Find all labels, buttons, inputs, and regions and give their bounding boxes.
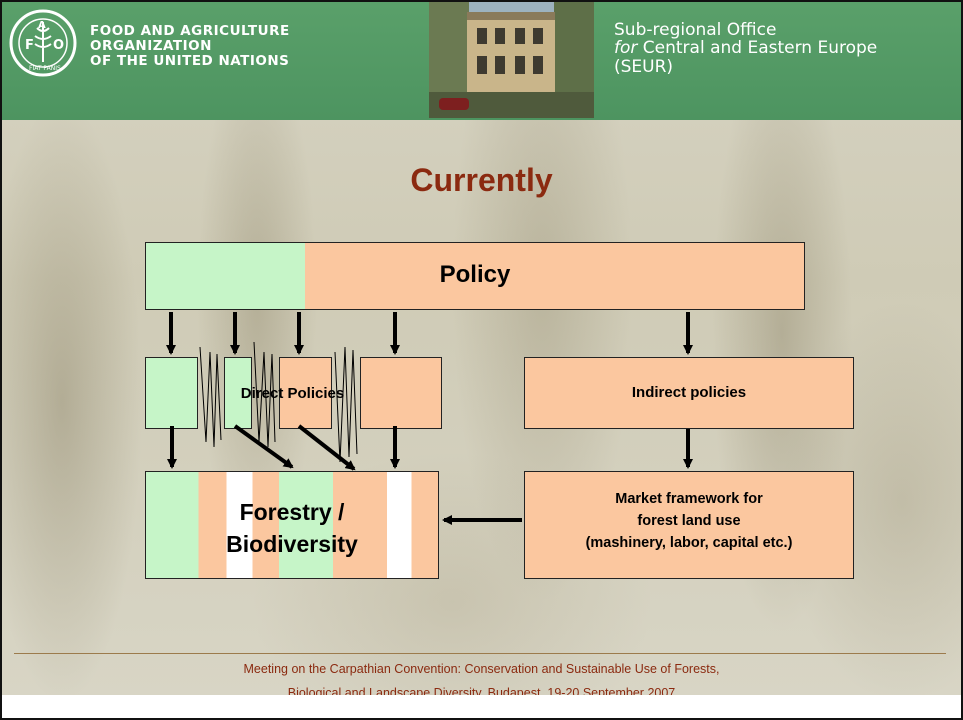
footer-line2: Biological and Landscape Diversity, Buda… [287,686,676,695]
office-line2-italic: for [614,38,638,58]
policy-label: Policy [439,261,511,288]
org-name-line1: FOOD AND AGRICULTURE [90,23,290,39]
office-line1: Sub-regional Office [614,20,777,40]
market-framework-label: Market framework for forest land use (ma… [524,488,854,554]
office-line2: for Central and Eastern Europe [614,39,877,57]
market-framework-box [524,471,854,579]
logo-text: FIAT PANIS [29,65,61,72]
forestry-label-line2: Biodiversity [226,531,358,557]
direct-policy-box-3 [279,357,332,429]
arrow-direct2-to-forestry [233,424,294,469]
slide-title: Currently [410,162,553,198]
org-name-line3: OF THE UNITED NATIONS [90,53,290,69]
slide: F O A FIAT PANIS FOOD AND AGRICULTURE OR… [2,2,961,695]
direct-policies-label: Direct Policies [240,385,345,402]
indirect-policies-label: Indirect policies [631,384,747,401]
building-photo [429,2,594,118]
diagram-connectors [166,312,693,525]
market-label-line3: (mashinery, labor, capital etc.) [585,535,793,551]
direct-policy-box-1 [145,357,198,429]
arrow-direct3-to-forestry [297,424,356,471]
forestry-label-line1: Forestry / [239,499,345,525]
office-line2-rest: Central and Eastern Europe [637,38,878,58]
svg-text:O: O [53,38,64,53]
fao-logo: F O A FIAT PANIS [9,9,77,77]
scribble-marks [199,341,358,463]
svg-text:F: F [25,38,34,53]
office-line3: (SEUR) [614,57,674,77]
svg-text:A: A [38,20,46,31]
forestry-biodiversity-label: Forestry / Biodiversity [145,496,439,560]
forestry-biodiversity-box [145,471,439,579]
direct-policy-box-4 [360,357,442,429]
slide-header: F O A FIAT PANIS FOOD AND AGRICULTURE OR… [2,2,961,120]
indirect-policies-box [524,357,854,429]
footer-line1: Meeting on the Carpathian Convention: Co… [243,662,720,676]
market-label-line1: Market framework for [615,491,763,507]
market-label-line2: forest land use [637,513,741,529]
footer-divider [14,653,946,654]
org-name-line2: ORGANIZATION [90,38,212,54]
policy-box [145,242,805,310]
